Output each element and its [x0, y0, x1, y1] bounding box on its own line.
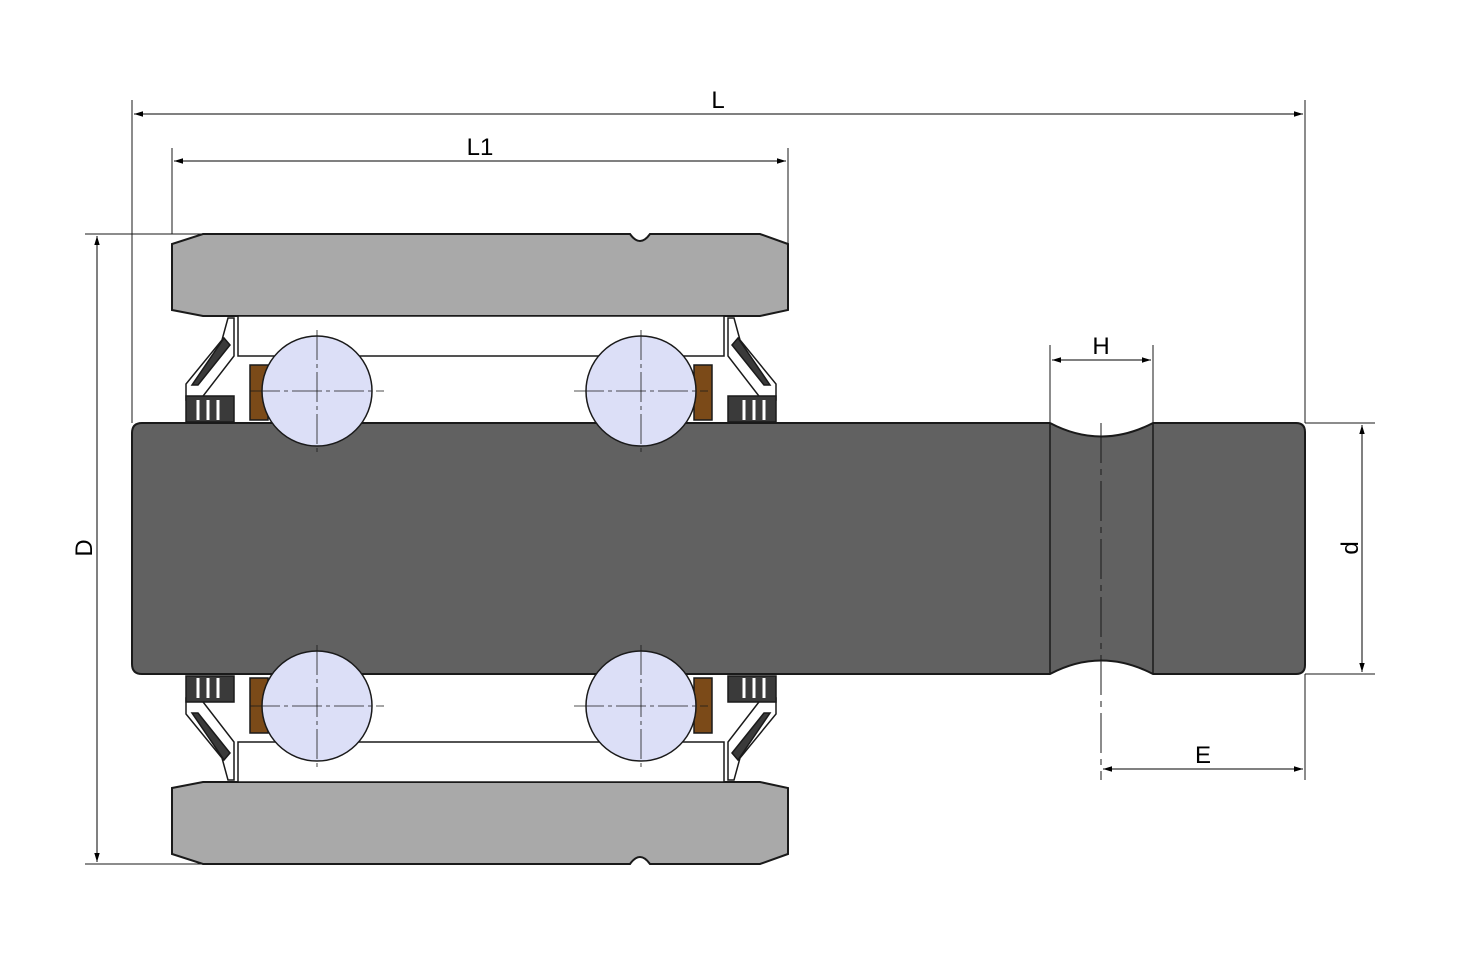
ball-top-right: [574, 330, 708, 452]
label-d: d: [1337, 541, 1364, 554]
ball-bottom-right: [574, 645, 708, 767]
shaft: [131, 422, 1306, 675]
label-E: E: [1195, 742, 1211, 769]
seal-top-right: [727, 317, 777, 423]
outer-ring-bottom: [171, 781, 789, 865]
label-L1: L1: [467, 134, 494, 161]
ball-top-left: [250, 330, 384, 452]
seal-top-left: [185, 317, 235, 423]
ball-bottom-left: [250, 645, 384, 767]
outer-ring-top: [171, 233, 789, 317]
seal-bottom-right: [727, 675, 777, 781]
seal-bottom-left: [185, 675, 235, 781]
label-L: L: [711, 87, 724, 114]
extension-lines: [85, 100, 1375, 865]
label-D: D: [71, 539, 98, 556]
label-H: H: [1092, 333, 1109, 360]
